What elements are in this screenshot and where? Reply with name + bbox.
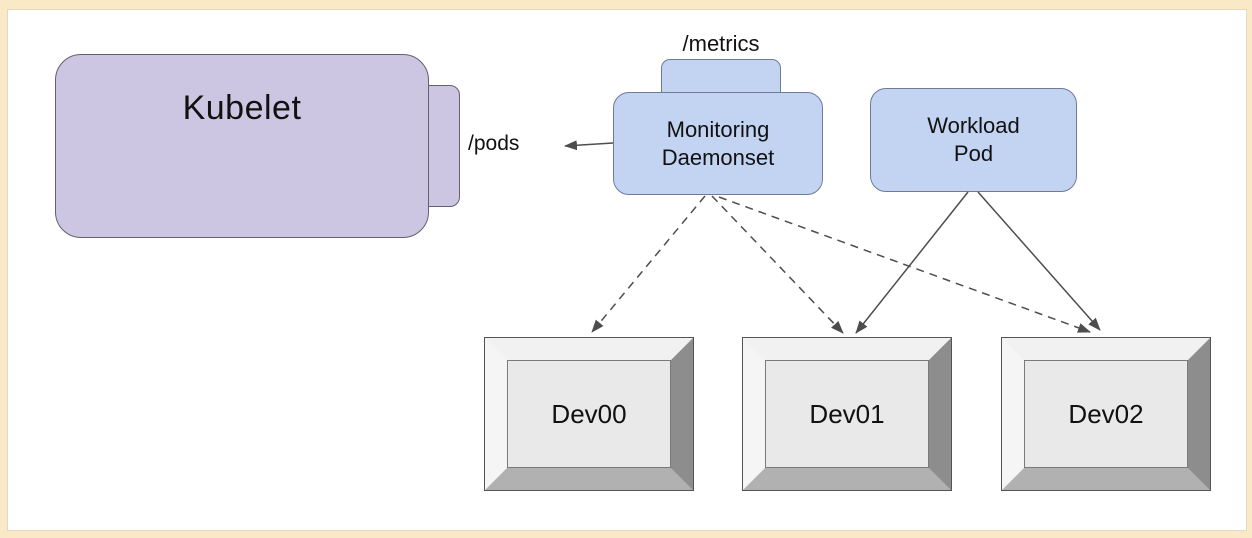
metrics-endpoint-label: /metrics	[682, 31, 760, 56]
node-kubelet: Kubelet	[55, 54, 429, 238]
dev00-label: Dev00	[551, 398, 627, 429]
workload-pod-label: Workload Pod	[927, 113, 1020, 166]
dev02-label: Dev02	[1068, 398, 1144, 429]
node-dev02: Dev02	[1002, 338, 1210, 490]
node-monitoring-daemonset: Monitoring Daemonset	[613, 92, 823, 195]
monitoring-daemonset-label: Monitoring Daemonset	[661, 116, 775, 170]
node-dev01: Dev01	[743, 338, 951, 490]
dev01-label: Dev01	[809, 398, 885, 429]
kubelet-label: Kubelet	[182, 89, 302, 127]
node-dev00: Dev00	[485, 338, 693, 490]
node-workload-pod: Workload Pod	[870, 88, 1077, 192]
pods-endpoint-label: /pods	[468, 132, 520, 155]
